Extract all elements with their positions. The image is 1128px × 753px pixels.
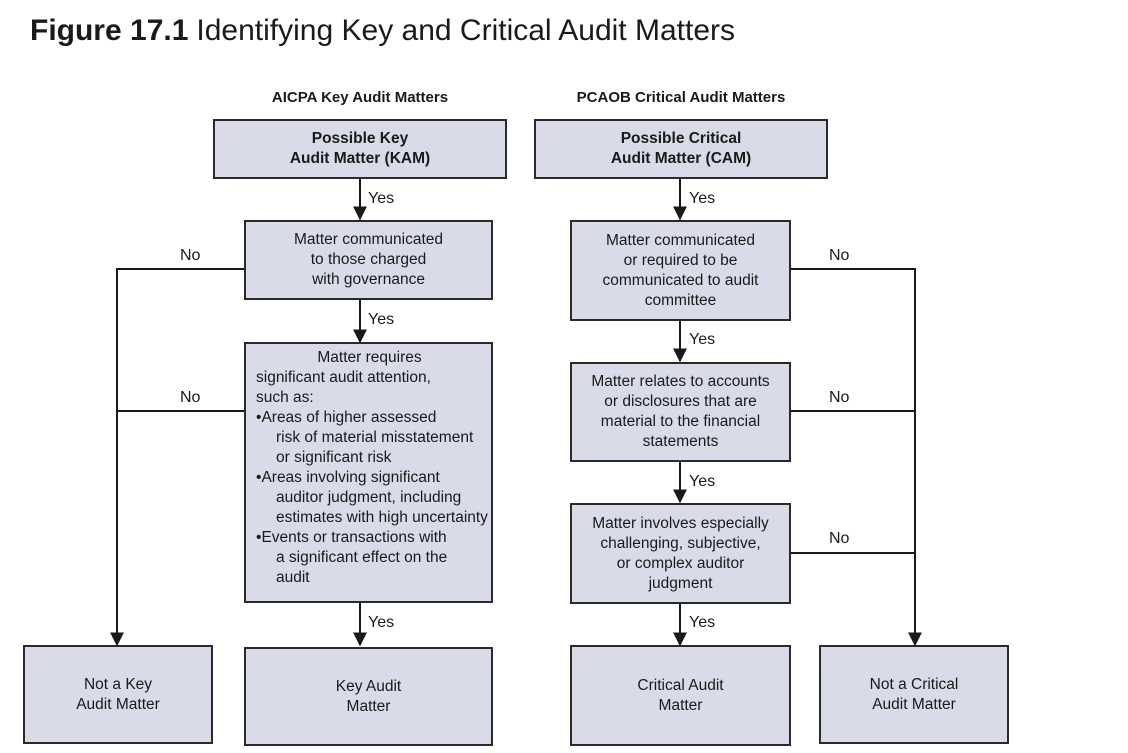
yes-label: Yes — [689, 614, 716, 631]
no-label: No — [829, 530, 850, 547]
yes-label: Yes — [368, 190, 395, 207]
aicpa-possible-kam-box: Possible Key Audit Matter (KAM) — [213, 119, 507, 179]
pcaob-audit-committee-box: Matter communicated or required to be co… — [570, 220, 791, 321]
no-label: No — [829, 247, 850, 264]
no-label: No — [180, 247, 201, 264]
not-critical-audit-matter-box: Not a Critical Audit Matter — [819, 645, 1009, 744]
key-audit-matter-box: Key Audit Matter — [244, 647, 493, 746]
aicpa-no-path-1 — [110, 268, 244, 647]
yes-label: Yes — [689, 190, 716, 207]
no-label: No — [180, 389, 201, 406]
yes-label: Yes — [689, 473, 716, 490]
not-key-audit-matter-box: Not a Key Audit Matter — [23, 645, 213, 744]
pcaob-no-path-1 — [791, 268, 922, 647]
yes-label: Yes — [368, 311, 395, 328]
yes-label: Yes — [689, 331, 716, 348]
figure-caption: Identifying Key and Critical Audit Matte… — [196, 14, 735, 47]
pcaob-possible-cam-box: Possible Critical Audit Matter (CAM) — [534, 119, 828, 179]
pcaob-material-accounts-box: Matter relates to accounts or disclosure… — [570, 362, 791, 462]
aicpa-governance-box: Matter communicated to those charged wit… — [244, 220, 493, 300]
pcaob-complex-judgment-box: Matter involves especially challenging, … — [570, 503, 791, 604]
pcaob-heading: PCAOB Critical Audit Matters — [576, 89, 786, 106]
no-label: No — [829, 389, 850, 406]
aicpa-heading: AICPA Key Audit Matters — [271, 89, 449, 106]
figure-number: Figure 17.1 — [30, 14, 189, 47]
aicpa-significant-attention-box: Matter requires significant audit attent… — [244, 342, 493, 603]
critical-audit-matter-box: Critical Audit Matter — [570, 645, 791, 746]
yes-label: Yes — [368, 614, 395, 631]
